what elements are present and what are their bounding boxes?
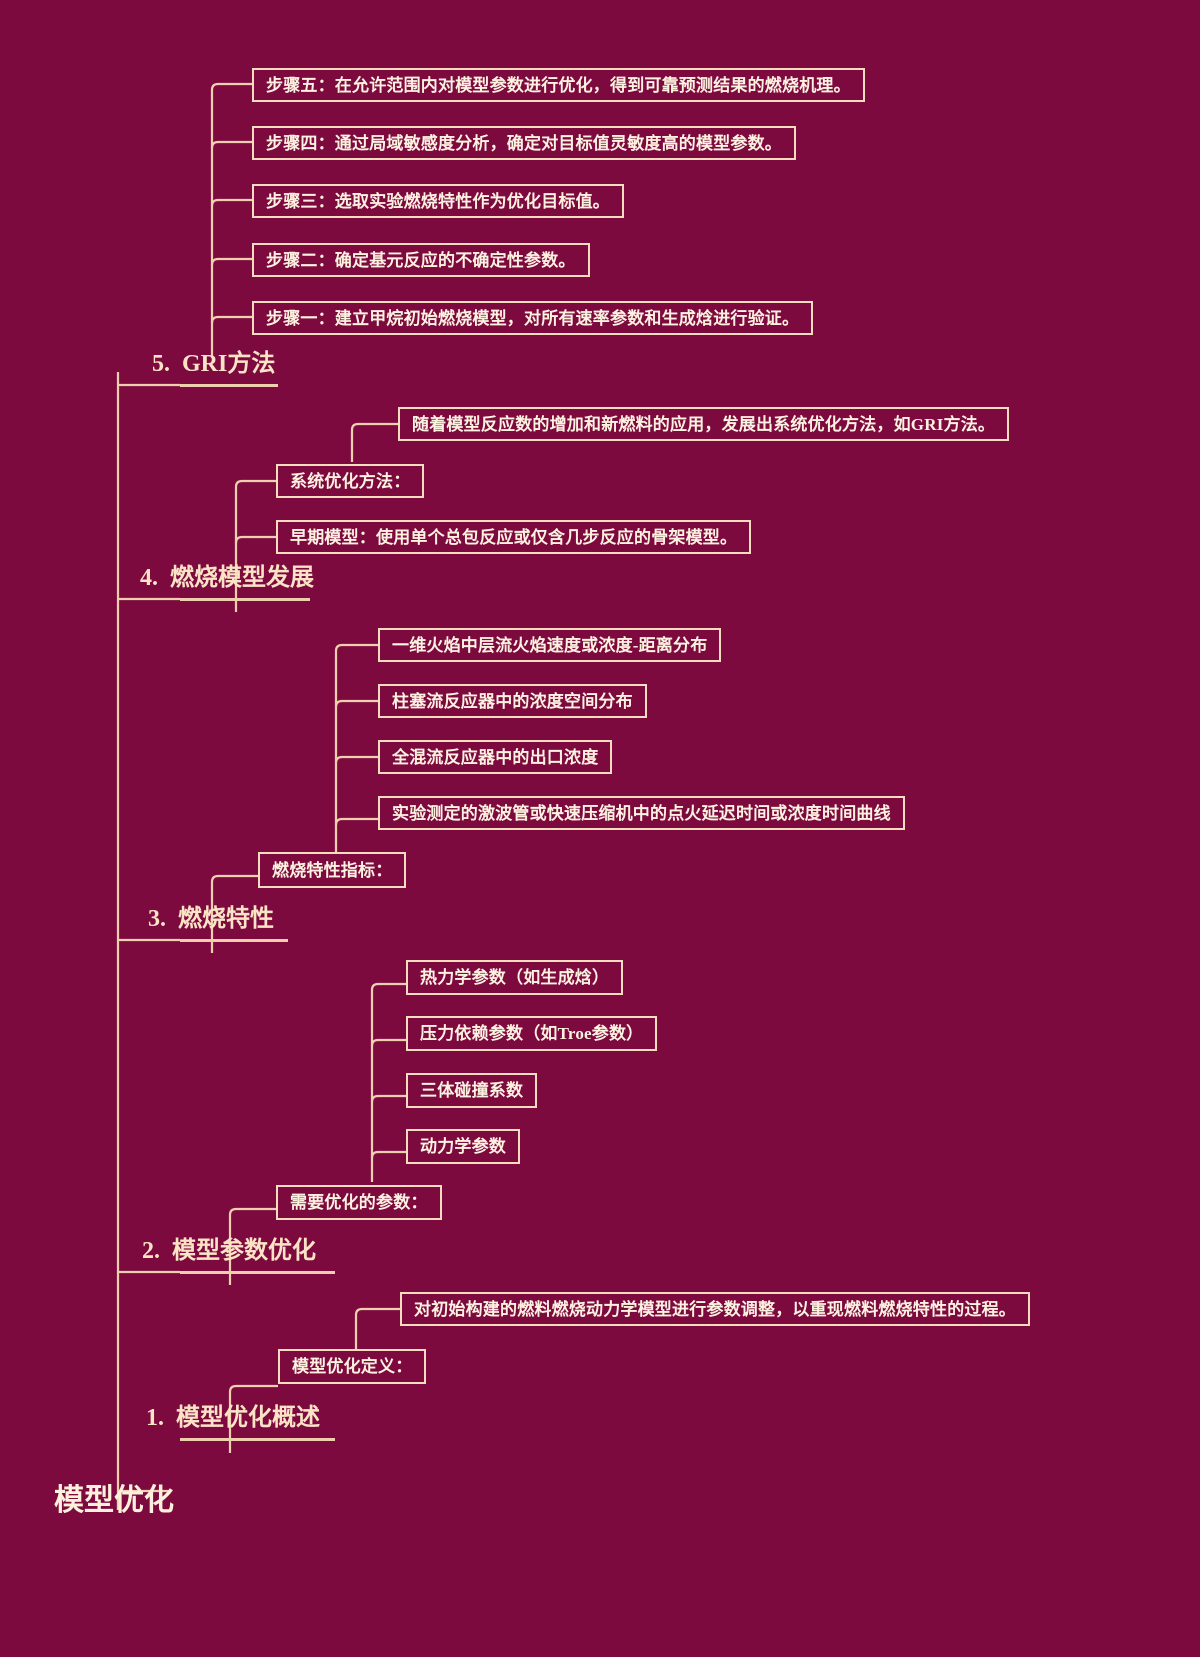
node-label: 步骤三：选取实验燃烧特性作为优化目标值。 [266,191,610,211]
node-laminar-flame-speed[interactable]: 一维火焰中层流火焰速度或浓度-距离分布 [378,628,722,662]
node-step-five[interactable]: 步骤五：在允许范围内对模型参数进行优化，得到可靠预测结果的燃烧机理。 [252,68,865,102]
branch-number: 4. [140,565,158,591]
node-label: 早期模型：使用单个总包反应或仅含几步反应的骨架模型。 [290,527,738,547]
node-label: 步骤一：建立甲烷初始燃烧模型，对所有速率参数和生成焓进行验证。 [266,308,800,328]
node-label: 实验测定的激波管或快速压缩机中的点火延迟时间或浓度时间曲线 [392,803,891,823]
node-model-optimization-definition-detail[interactable]: 对初始构建的燃料燃烧动力学模型进行参数调整，以重现燃料燃烧特性的过程。 [400,1292,1030,1326]
branch-label-combustion-model-development[interactable]: 4. 燃烧模型发展 [140,566,314,590]
node-step-three[interactable]: 步骤三：选取实验燃烧特性作为优化目标值。 [252,184,624,218]
node-label: 燃烧特性指标： [272,860,393,880]
node-label: 柱塞流反应器中的浓度空间分布 [392,691,633,711]
node-label: 需要优化的参数： [290,1193,428,1212]
node-label: 一维火焰中层流火焰速度或浓度-距离分布 [392,635,708,655]
branch-text: GRI方法 [182,351,276,377]
node-label: 热力学参数（如生成焓） [420,968,610,987]
node-label: 模型优化定义： [292,1357,413,1376]
node-kinetic-parameters[interactable]: 动力学参数 [406,1129,520,1164]
branch-number: 2. [142,1238,160,1264]
node-system-optimization-detail[interactable]: 随着模型反应数的增加和新燃料的应用，发展出系统优化方法，如GRI方法。 [398,407,1010,441]
node-pressure-dependent-parameters[interactable]: 压力依赖参数（如Troe参数） [406,1016,658,1051]
branch-number: 1. [146,1405,164,1431]
node-label: 步骤四：通过局域敏感度分析，确定对目标值灵敏度高的模型参数。 [266,133,782,153]
node-label: 系统优化方法： [290,471,411,491]
branch-underline-gri-method [180,384,278,387]
node-label: 对初始构建的燃料燃烧动力学模型进行参数调整，以重现燃料燃烧特性的过程。 [414,1299,1016,1319]
branch-number: 3. [148,906,166,932]
branch-text: 模型优化概述 [176,1405,320,1431]
node-step-two[interactable]: 步骤二：确定基元反应的不确定性参数。 [252,243,590,277]
node-label: 随着模型反应数的增加和新燃料的应用，发展出系统优化方法，如GRI方法。 [412,414,996,434]
branch-label-model-optimization-overview[interactable]: 1. 模型优化概述 [146,1406,320,1430]
node-label: 动力学参数 [420,1137,506,1156]
node-step-one[interactable]: 步骤一：建立甲烷初始燃烧模型，对所有速率参数和生成焓进行验证。 [252,301,814,335]
node-label: 步骤五：在允许范围内对模型参数进行优化，得到可靠预测结果的燃烧机理。 [266,75,851,95]
node-ignition-delay-time[interactable]: 实验测定的激波管或快速压缩机中的点火延迟时间或浓度时间曲线 [378,796,905,830]
branch-number: 5. [152,351,170,377]
node-label: 压力依赖参数（如Troe参数） [420,1024,644,1043]
node-thermodynamic-parameters[interactable]: 热力学参数（如生成焓） [406,960,624,995]
branch-underline-combustion-model-development [180,598,310,601]
branch-label-gri-method[interactable]: 5. GRI方法 [152,352,275,376]
branch-text: 燃烧模型发展 [170,565,314,591]
root-label: 模型优化 [54,1483,174,1518]
node-model-optimization-definition[interactable]: 模型优化定义： [278,1349,427,1384]
branch-text: 燃烧特性 [178,906,274,932]
branch-underline-model-optimization-overview [180,1438,335,1441]
node-label: 三体碰撞系数 [420,1081,524,1100]
branch-text: 模型参数优化 [172,1238,316,1264]
node-label: 步骤二：确定基元反应的不确定性参数。 [266,250,576,270]
branch-label-combustion-characteristics[interactable]: 3. 燃烧特性 [148,907,274,931]
branch-underline-model-parameter-optimization [180,1271,335,1274]
node-system-optimization-method[interactable]: 系统优化方法： [276,464,425,498]
branch-underline-combustion-characteristics [180,939,288,942]
node-plug-flow-reactor[interactable]: 柱塞流反应器中的浓度空间分布 [378,684,647,718]
root-node[interactable]: 模型优化 [54,1486,174,1516]
node-early-model[interactable]: 早期模型：使用单个总包反应或仅含几步反应的骨架模型。 [276,520,752,554]
node-perfectly-stirred-reactor[interactable]: 全混流反应器中的出口浓度 [378,740,613,774]
node-combustion-characteristic-index[interactable]: 燃烧特性指标： [258,852,407,888]
node-third-body-collision-coefficient[interactable]: 三体碰撞系数 [406,1073,538,1108]
node-label: 全混流反应器中的出口浓度 [392,747,599,767]
branch-label-model-parameter-optimization[interactable]: 2. 模型参数优化 [142,1239,316,1263]
node-step-four[interactable]: 步骤四：通过局域敏感度分析，确定对目标值灵敏度高的模型参数。 [252,126,796,160]
node-parameters-to-optimize[interactable]: 需要优化的参数： [276,1185,442,1220]
